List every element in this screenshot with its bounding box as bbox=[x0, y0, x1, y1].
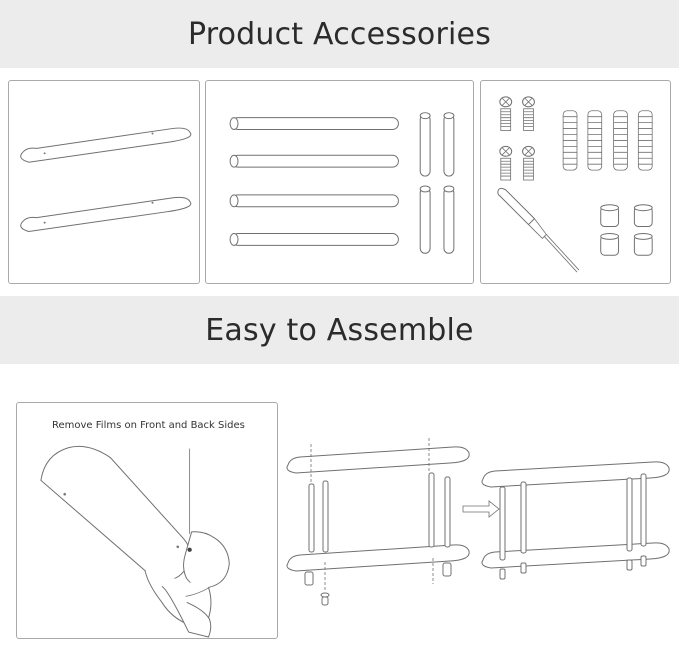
assembly-step-2 bbox=[482, 462, 669, 579]
assembly-illustration bbox=[280, 430, 675, 620]
accessory-panel-hardware bbox=[480, 80, 671, 284]
arrow-right-icon bbox=[463, 501, 499, 517]
section-header-accessories: Product Accessories bbox=[0, 0, 679, 68]
assembly-diagram bbox=[280, 430, 675, 620]
board-panel-icon bbox=[17, 403, 277, 638]
section-title-assemble: Easy to Assemble bbox=[205, 313, 473, 348]
section-title-accessories: Product Accessories bbox=[188, 17, 491, 52]
film-removal-panel bbox=[16, 402, 278, 639]
assembly-step-1 bbox=[287, 438, 469, 605]
screw-icon bbox=[481, 81, 670, 283]
screws-group bbox=[500, 97, 535, 180]
washer-stack-icon bbox=[563, 111, 652, 170]
section-header-assemble: Easy to Assemble bbox=[0, 296, 679, 364]
tube-legs-icon bbox=[206, 81, 473, 283]
accessory-panel-boards bbox=[8, 80, 200, 284]
film-removal-instruction: Remove Films on Front and Back Sides bbox=[52, 420, 245, 431]
screwdriver-icon bbox=[498, 188, 579, 272]
board-panel-icon bbox=[9, 81, 199, 283]
foot-cap-icon bbox=[601, 205, 652, 255]
accessory-panel-tubes bbox=[205, 80, 474, 284]
